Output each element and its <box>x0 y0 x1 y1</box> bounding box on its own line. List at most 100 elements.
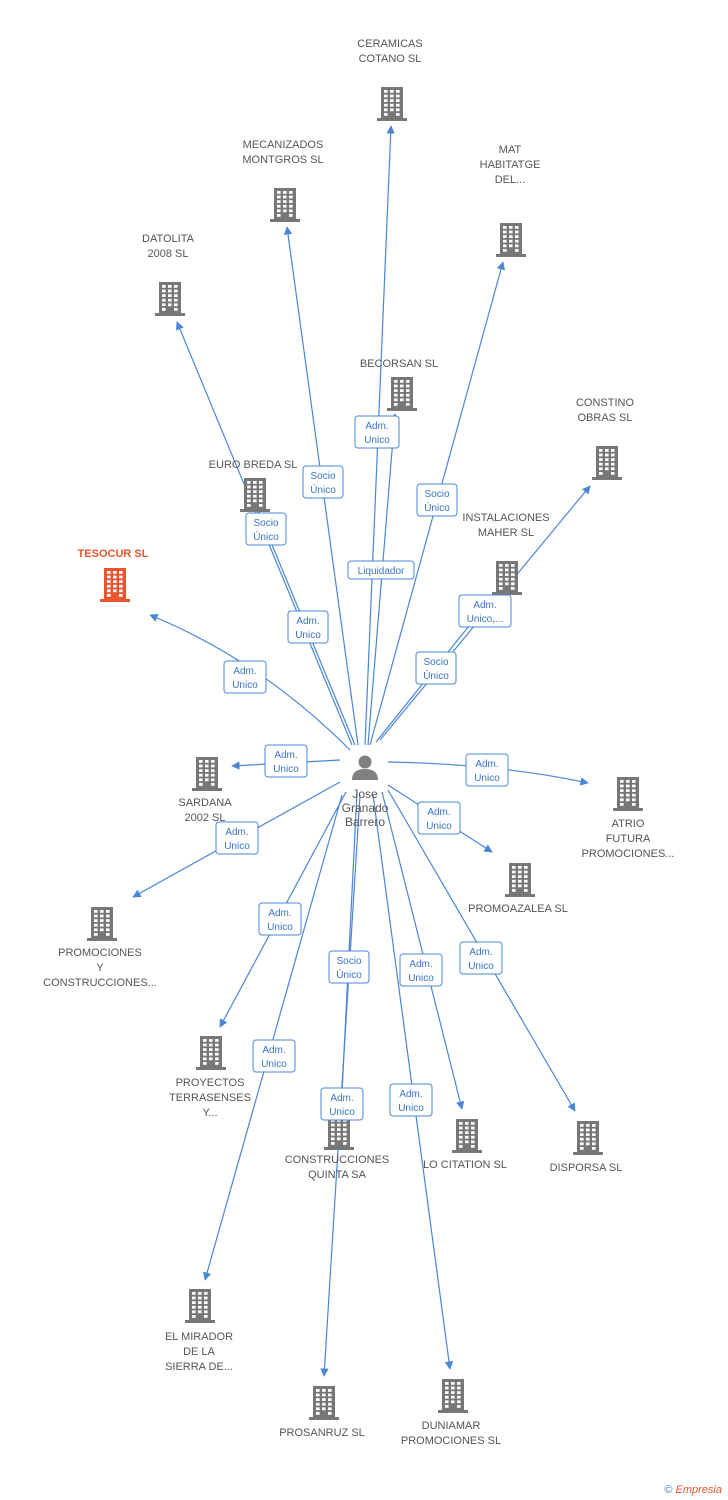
company-label-proyectos[interactable]: TERRASENSES <box>169 1092 251 1104</box>
relation-label-text: Único <box>310 483 336 496</box>
company-label-elmirador[interactable]: DE LA <box>183 1346 215 1358</box>
relation-label-text: Unico <box>364 435 390 446</box>
relation-label-text: Adm. <box>225 827 248 838</box>
relation-label-text: Unico <box>232 680 258 691</box>
relation-label-constino[interactable]: Adm. Unico,... <box>458 594 512 628</box>
company-label-eurobreda[interactable]: EURO BREDA SL <box>209 459 298 471</box>
relation-label-text: Adm. <box>268 908 291 919</box>
building-icon[interactable] <box>100 568 130 602</box>
company-label-locitation[interactable]: LO CITATION SL <box>423 1159 507 1171</box>
relation-label-proyectos[interactable]: Adm.Unico <box>258 902 302 936</box>
company-label-construcciones[interactable]: CONSTRUCCIONES <box>285 1154 390 1166</box>
relation-label-prosanruz[interactable]: Adm.Unico <box>320 1087 364 1121</box>
company-label-ceramicas[interactable]: COTANO SL <box>359 53 422 65</box>
relation-label-text: Unico <box>261 1059 287 1070</box>
person-name[interactable]: Granado <box>342 801 389 815</box>
building-icon[interactable] <box>387 377 417 411</box>
relation-label-text: Adm. <box>473 600 496 611</box>
building-icon[interactable] <box>505 863 535 897</box>
company-label-construcciones[interactable]: QUINTA SA <box>308 1169 367 1181</box>
company-label-datolita[interactable]: DATOLITA <box>142 233 195 245</box>
relation-label-tesocur[interactable]: Adm.Unico <box>223 660 267 694</box>
company-label-datolita[interactable]: 2008 SL <box>148 248 189 260</box>
company-label-duniamar[interactable]: DUNIAMAR <box>422 1420 481 1432</box>
relation-label-eurobreda[interactable]: Adm.Unico <box>287 610 329 644</box>
company-label-promociones[interactable]: CONSTRUCCIONES... <box>43 977 157 989</box>
relation-label-text: Unico <box>468 961 494 972</box>
company-label-atrio[interactable]: ATRIO <box>612 818 645 830</box>
building-icon[interactable] <box>377 87 407 121</box>
company-label-promoazalea[interactable]: PROMOAZALEA SL <box>468 903 568 915</box>
relation-label-text: Adm. <box>409 959 432 970</box>
relation-label-text: Adm. <box>365 421 388 432</box>
company-label-duniamar[interactable]: PROMOCIONES SL <box>401 1435 501 1447</box>
building-icon[interactable] <box>270 188 300 222</box>
relation-label-text: Adm. <box>469 947 492 958</box>
company-label-elmirador[interactable]: SIERRA DE... <box>165 1361 233 1373</box>
building-icon[interactable] <box>613 777 643 811</box>
company-label-atrio[interactable]: FUTURA <box>606 833 651 845</box>
company-label-tesocur[interactable]: TESOCUR SL <box>78 548 149 560</box>
company-label-elmirador[interactable]: EL MIRADOR <box>165 1331 233 1343</box>
person-name[interactable]: Jose <box>352 787 378 801</box>
relation-edge-locitation <box>381 791 465 1110</box>
relation-label-becorsan[interactable]: Liquidador <box>347 560 415 580</box>
relation-label-promociones[interactable]: Adm.Unico <box>215 821 259 855</box>
company-label-instalaciones[interactable]: MAHER SL <box>478 527 534 539</box>
building-icon[interactable] <box>452 1119 482 1153</box>
company-label-instalaciones[interactable]: INSTALACIONES <box>462 512 549 524</box>
company-label-proyectos[interactable]: Y... <box>202 1107 217 1119</box>
relation-label-text: Adm. <box>262 1045 285 1056</box>
relation-label-sardana[interactable]: Adm.Unico <box>264 744 308 778</box>
building-icon[interactable] <box>492 561 522 595</box>
relation-label-promoazalea[interactable]: Adm.Unico <box>417 801 461 835</box>
company-label-mecanizados[interactable]: MONTGROS SL <box>242 154 323 166</box>
building-icon[interactable] <box>592 446 622 480</box>
company-label-promociones[interactable]: PROMOCIONES <box>58 947 142 959</box>
company-label-mecanizados[interactable]: MECANIZADOS <box>243 139 324 151</box>
relation-label-duniamar[interactable]: Adm.Unico <box>389 1083 433 1117</box>
company-label-disporsa[interactable]: DISPORSA SL <box>550 1162 623 1174</box>
relation-label-elmirador[interactable]: Adm. Unico <box>252 1039 296 1073</box>
company-label-promociones[interactable]: Y <box>96 962 104 974</box>
company-label-proyectos[interactable]: PROYECTOS <box>176 1077 245 1089</box>
company-label-mat[interactable]: MAT <box>499 144 522 156</box>
relation-label-ceramicas[interactable]: Adm. Unico <box>354 415 400 449</box>
company-label-mat[interactable]: DEL... <box>495 174 526 186</box>
building-icon[interactable] <box>240 478 270 512</box>
building-icon[interactable] <box>192 757 222 791</box>
footer-brand[interactable]: © Empresia <box>664 1484 722 1496</box>
building-icon[interactable] <box>324 1116 354 1150</box>
company-label-mat[interactable]: HABITATGE <box>480 159 541 171</box>
building-icon[interactable] <box>185 1289 215 1323</box>
relation-label-disporsa[interactable]: Adm. Unico <box>459 941 503 975</box>
building-icon[interactable] <box>196 1036 226 1070</box>
building-icon[interactable] <box>309 1386 339 1420</box>
person-name[interactable]: Barrero <box>345 815 385 829</box>
relation-label-text: Socio <box>310 471 335 482</box>
building-icon[interactable] <box>87 907 117 941</box>
relation-label-text: Unico <box>295 630 321 641</box>
relation-label-text: Unico,... <box>467 614 504 625</box>
building-icon[interactable] <box>155 282 185 316</box>
company-label-constino[interactable]: CONSTINO <box>576 397 635 409</box>
building-icon[interactable] <box>573 1121 603 1155</box>
company-label-ceramicas[interactable]: CERAMICAS <box>357 38 422 50</box>
company-label-constino[interactable]: OBRAS SL <box>577 412 632 424</box>
company-label-becorsan[interactable]: BECORSAN SL <box>360 358 438 370</box>
person-icon[interactable] <box>348 751 382 785</box>
relation-label-text: Único <box>336 968 362 981</box>
relation-label-locitation[interactable]: Adm.Unico <box>399 953 443 987</box>
company-label-atrio[interactable]: PROMOCIONES... <box>582 848 675 860</box>
building-icon[interactable] <box>438 1379 468 1413</box>
company-label-prosanruz[interactable]: PROSANRUZ SL <box>279 1427 365 1439</box>
building-icon[interactable] <box>496 223 526 257</box>
relation-label-atrio[interactable]: Adm.Unico <box>465 753 509 787</box>
company-label-sardana[interactable]: SARDANA <box>178 797 232 809</box>
company-label-sardana[interactable]: 2002 SL <box>185 812 226 824</box>
